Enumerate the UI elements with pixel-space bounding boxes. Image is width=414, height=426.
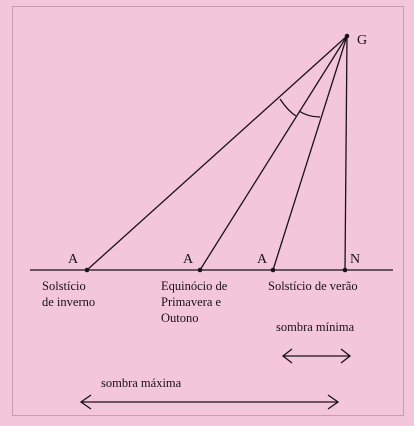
- diagram-frame: [12, 6, 404, 416]
- point-g: [344, 33, 350, 39]
- min-shadow-arrow-left-head: [281, 348, 293, 364]
- ray-equinox: [199, 35, 348, 271]
- label-equinox-line1: Equinócio de: [161, 279, 228, 293]
- point-a-summer: [270, 267, 276, 273]
- angle-arc-inner: [298, 110, 321, 118]
- min-shadow-arrow-right-head: [340, 348, 352, 364]
- point-n: [342, 267, 348, 273]
- label-equinox-line3: Outono: [161, 311, 199, 325]
- label-n: N: [350, 252, 360, 267]
- label-a-equinox: A: [183, 252, 194, 267]
- label-g: G: [357, 33, 367, 48]
- point-a-winter: [84, 267, 90, 273]
- ray-summer: [272, 35, 348, 271]
- gnomon-line: [344, 35, 348, 271]
- label-min-shadow: sombra mínima: [276, 320, 355, 334]
- angle-arc-outer: [279, 98, 297, 117]
- point-a-equinox: [197, 267, 203, 273]
- label-max-shadow: sombra máxima: [101, 376, 182, 390]
- label-winter-line2: de inverno: [42, 295, 95, 309]
- ray-winter: [86, 35, 348, 271]
- max-shadow-arrow-right-head: [327, 394, 340, 410]
- label-winter-line1: Solstício: [42, 279, 86, 293]
- label-a-summer: A: [257, 252, 268, 267]
- max-shadow-arrow-left-head: [79, 394, 92, 410]
- label-a-winter: A: [68, 252, 79, 267]
- label-summer: Solstício de verão: [268, 279, 358, 293]
- label-equinox-line2: Primavera e: [161, 295, 221, 309]
